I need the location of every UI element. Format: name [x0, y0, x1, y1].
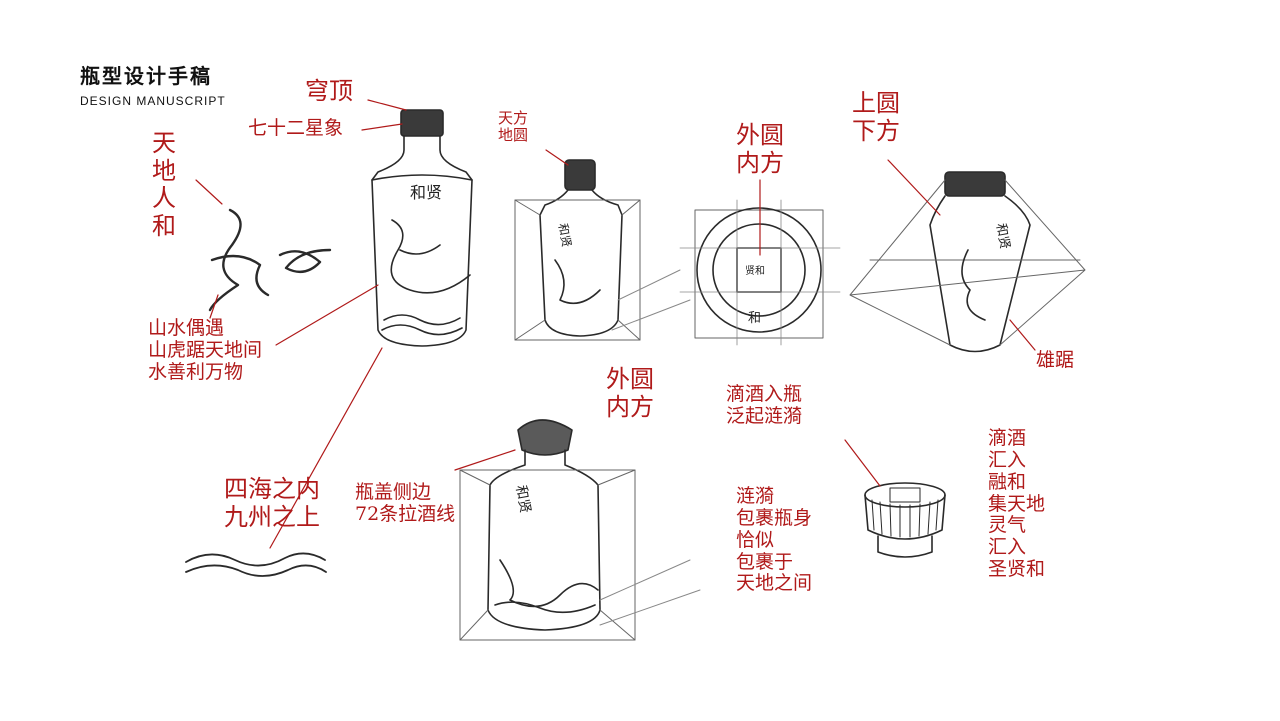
note-drop-into-bottle: 滴酒入瓶 泛起涟漪 — [726, 383, 803, 427]
leader-lines — [195, 99, 1036, 549]
small-bottle-cap — [564, 159, 596, 191]
top-view-cap-label: 贤和 — [745, 265, 765, 277]
cap-detail-neck — [877, 535, 933, 558]
main-bottle-brand: 和贤 — [410, 183, 442, 202]
small-bottle-shadow — [611, 269, 691, 331]
leader-small-bottle — [545, 149, 569, 166]
note-heaven-earth-people: 天地人和 — [152, 129, 176, 240]
main-bottle-wave-1 — [381, 324, 463, 336]
right-bottle-body — [929, 195, 1031, 353]
small-bottle-sketch — [514, 159, 691, 341]
main-bottle-sketch — [371, 109, 473, 347]
note-cap-lines: 瓶盖侧边 72条拉酒线 — [355, 481, 456, 525]
main-bottle-cap — [400, 109, 444, 137]
note-zodiac: 七十二星象 — [248, 117, 344, 139]
cap-detail-sketch — [864, 482, 946, 558]
leader-calligraphy — [209, 294, 219, 319]
main-bottle-shoulder — [371, 174, 473, 181]
leader-cap-lines — [454, 449, 516, 471]
leader-cap-top — [367, 99, 407, 111]
small-bottle-brush-mark — [554, 259, 601, 305]
wave-line-2 — [185, 564, 327, 577]
right-bottle-brand: 和贤 — [993, 222, 1012, 250]
note-right-bottle: 上圆 下方 — [852, 89, 900, 145]
small-bottle-body — [539, 189, 623, 337]
top-view-mark-label: 和 — [748, 311, 761, 326]
leader-zodiac — [361, 123, 403, 131]
wave-sketch — [185, 552, 327, 577]
note-mountain-water: 山水偶遇 山虎踞天地间 水善利万物 — [148, 317, 263, 383]
small-bottle-brand: 和贤 — [556, 222, 574, 248]
leader-seas — [269, 347, 383, 549]
note-top-view: 外圆 内方 — [736, 121, 784, 177]
bottom-bottle-perspective — [459, 469, 636, 641]
note-drops-gather: 滴酒 汇入 融和 集天地 灵气 汇入 圣贤和 — [988, 427, 1046, 581]
page-title: 瓶型设计手稿 — [80, 64, 212, 88]
bottom-bottle-brand: 和贤 — [512, 484, 533, 514]
cap-detail-top — [864, 482, 946, 508]
wave-line-1 — [185, 552, 326, 567]
note-majestic: 雄踞 — [1036, 349, 1075, 371]
right-bottle-perspective-lines — [849, 179, 1086, 346]
leader-mountain — [275, 284, 379, 346]
main-bottle-body — [371, 135, 473, 347]
main-bottle-brush-mark — [390, 219, 471, 294]
bottom-bottle-body — [487, 449, 601, 631]
bottom-bottle-shadow — [599, 559, 701, 626]
top-view-outer-circle — [696, 207, 822, 333]
page-subtitle: DESIGN MANUSCRIPT — [80, 94, 226, 108]
bottom-bottle-wave — [494, 601, 596, 614]
bottom-bottle-box — [459, 469, 636, 641]
cap-detail-side — [864, 494, 946, 540]
note-four-seas: 四海之内 九州之上 — [224, 475, 320, 531]
note-ripples-wrap: 涟漪 包裹瓶身 恰似 包裹于 天地之间 — [736, 485, 813, 595]
small-bottle-perspective — [514, 199, 641, 341]
cap-detail-ridges — [871, 499, 939, 538]
main-bottle-wave-2 — [383, 314, 461, 326]
right-bottle-cap — [944, 171, 1006, 197]
right-bottle-sketch — [849, 171, 1086, 353]
cap-detail-seal — [889, 487, 921, 503]
bottom-bottle-cap — [517, 419, 573, 456]
top-view-square — [694, 209, 824, 339]
bottom-bottle-brush-mark — [499, 559, 599, 608]
note-cap-top: 穹顶 — [305, 77, 353, 105]
leader-drop — [844, 439, 881, 487]
calligraphy-stroke-2 — [210, 254, 270, 297]
note-bottom-bottle: 外圆 内方 — [606, 365, 654, 421]
calligraphy-mark — [208, 208, 332, 312]
calligraphy-stroke-1 — [208, 208, 242, 312]
top-view-inner-circle — [712, 223, 806, 317]
main-bottle-brush-stroke — [399, 244, 441, 255]
leader-right-bottle — [887, 159, 941, 216]
bottom-bottle-sketch — [459, 419, 701, 641]
right-bottle-brush-mark — [961, 249, 986, 321]
note-small-bottle: 天方 地圆 — [498, 109, 529, 145]
leader-majestic — [1009, 319, 1036, 351]
calligraphy-stroke-3 — [278, 248, 332, 274]
leader-heaven — [195, 179, 223, 205]
